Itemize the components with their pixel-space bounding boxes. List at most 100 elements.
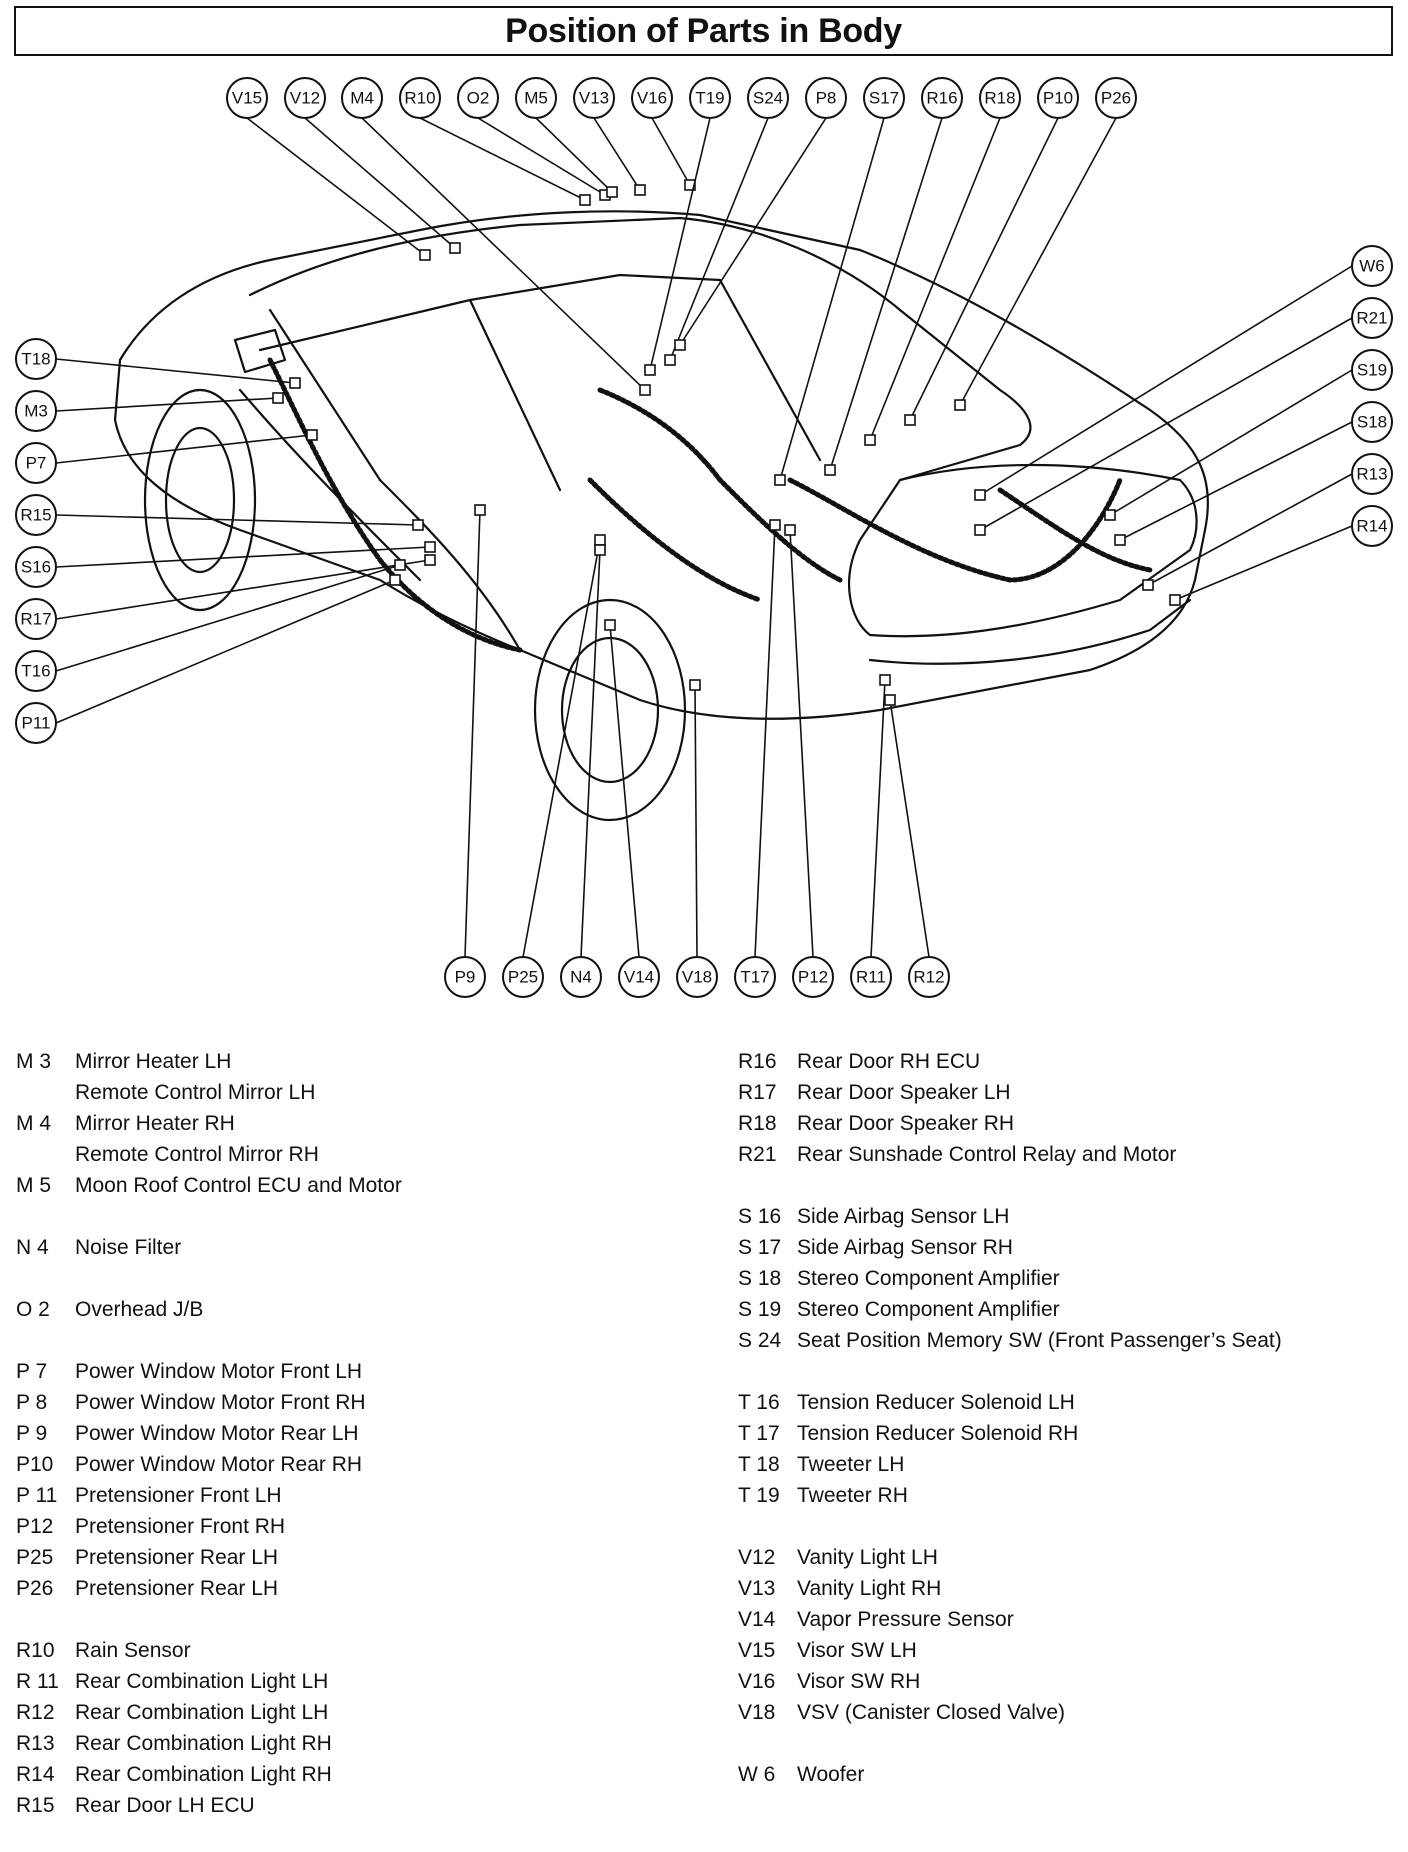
title-box: Position of Parts in Body [14,6,1393,56]
callout-circle [1095,77,1137,119]
callout-label: S19 [1357,361,1387,380]
legend-description: Woofer [797,1763,865,1786]
callout-r21: R21 [1351,297,1393,339]
callout-v14: V14 [618,956,660,998]
legend-code: R15 [16,1794,55,1817]
legend-description: Rear Combination Light RH [75,1763,332,1786]
callout-p9: P9 [444,956,486,998]
callout-label: V13 [579,89,609,108]
callout-circle [792,956,834,998]
connector-r10 [579,194,591,206]
legend-description: Vapor Pressure Sensor [797,1608,1014,1631]
connector-r15 [412,519,424,531]
callout-w6: W6 [1351,245,1393,287]
callout-n4: N4 [560,956,602,998]
leader-line-s18 [1119,421,1353,541]
legend-description: Overhead J/B [75,1298,204,1321]
callout-label: S16 [21,558,51,577]
callout-r18: R18 [979,77,1021,119]
leader-line-t16 [55,564,401,672]
callout-circle [573,77,615,119]
connector-m3 [272,392,284,404]
leader-line-m5 [535,117,613,193]
leader-line-p26 [959,117,1117,406]
callout-label: R21 [1356,309,1387,328]
legend-description: Tweeter RH [797,1484,908,1507]
callout-circle [1351,349,1393,391]
legend-description: Mirror Heater RH [75,1112,235,1135]
callout-label: M4 [350,89,374,108]
legend-code [16,1077,75,1108]
callout-circle [631,77,673,119]
legend-code: P25 [16,1546,54,1569]
car-roof-outline [248,216,1032,482]
callout-label: R10 [404,89,435,108]
callout-circle [1351,453,1393,495]
callout-label: M3 [24,402,48,421]
legend-description: Stereo Component Amplifier [797,1298,1060,1321]
callout-t19: T19 [689,77,731,119]
car-roof-inner-line [258,273,722,352]
callout-circle [15,546,57,588]
legend-description: Rear Door RH ECU [797,1050,981,1073]
legend-description: Power Window Motor Rear RH [75,1453,363,1476]
connector-v15 [419,249,431,261]
legend-code: T 19 [738,1484,780,1507]
callout-circle [226,77,268,119]
legend-code: P 11 [16,1484,58,1507]
callout-v12: V12 [284,77,326,119]
legend-code: V15 [738,1639,776,1662]
connector-p12 [784,524,796,536]
wiring-harness [267,357,1153,653]
callout-t17: T17 [734,956,776,998]
leader-line-v13 [593,117,641,191]
legend-code: M 3 [16,1050,52,1073]
legend-description: Side Airbag Sensor LH [797,1205,1010,1228]
legend-description: Vanity Light RH [797,1577,942,1600]
connector-r16 [824,464,836,476]
leader-line-v16 [651,117,691,186]
callout-circle [618,956,660,998]
legend-item: Remote Control Mirror LH [16,1077,676,1108]
car-b-pillar [468,298,562,492]
callout-label: N4 [570,968,592,987]
legend-description: Visor SW LH [797,1639,917,1662]
legend-description: Pretensioner Rear LH [75,1577,279,1600]
callout-label: M5 [524,89,548,108]
legend-description: Seat Position Memory SW (Front Passenger… [797,1329,1282,1352]
callout-p11: P11 [15,702,57,744]
legend-description: Moon Roof Control ECU and Motor [75,1174,402,1197]
car-door-line [378,478,522,652]
callout-circle [805,77,847,119]
callout-circle [15,338,57,380]
callout-circle [341,77,383,119]
harness-segment [997,487,1153,573]
legend-item: T 19 Tweeter RH [738,1480,1398,1511]
connector-t18 [289,377,301,389]
legend-description: Pretensioner Rear LH [75,1546,279,1569]
callout-label: P25 [508,968,538,987]
callout-circle [676,956,718,998]
car-a-pillar [268,308,382,482]
legend-item: P25 Pretensioner Rear LH [16,1542,676,1573]
legend-description: VSV (Canister Closed Valve) [797,1701,1066,1724]
front-wheel-rim [164,426,236,574]
callout-circle [1351,245,1393,287]
callout-circle [1351,505,1393,547]
callout-s24: S24 [747,77,789,119]
leader-line-r10 [419,117,586,201]
